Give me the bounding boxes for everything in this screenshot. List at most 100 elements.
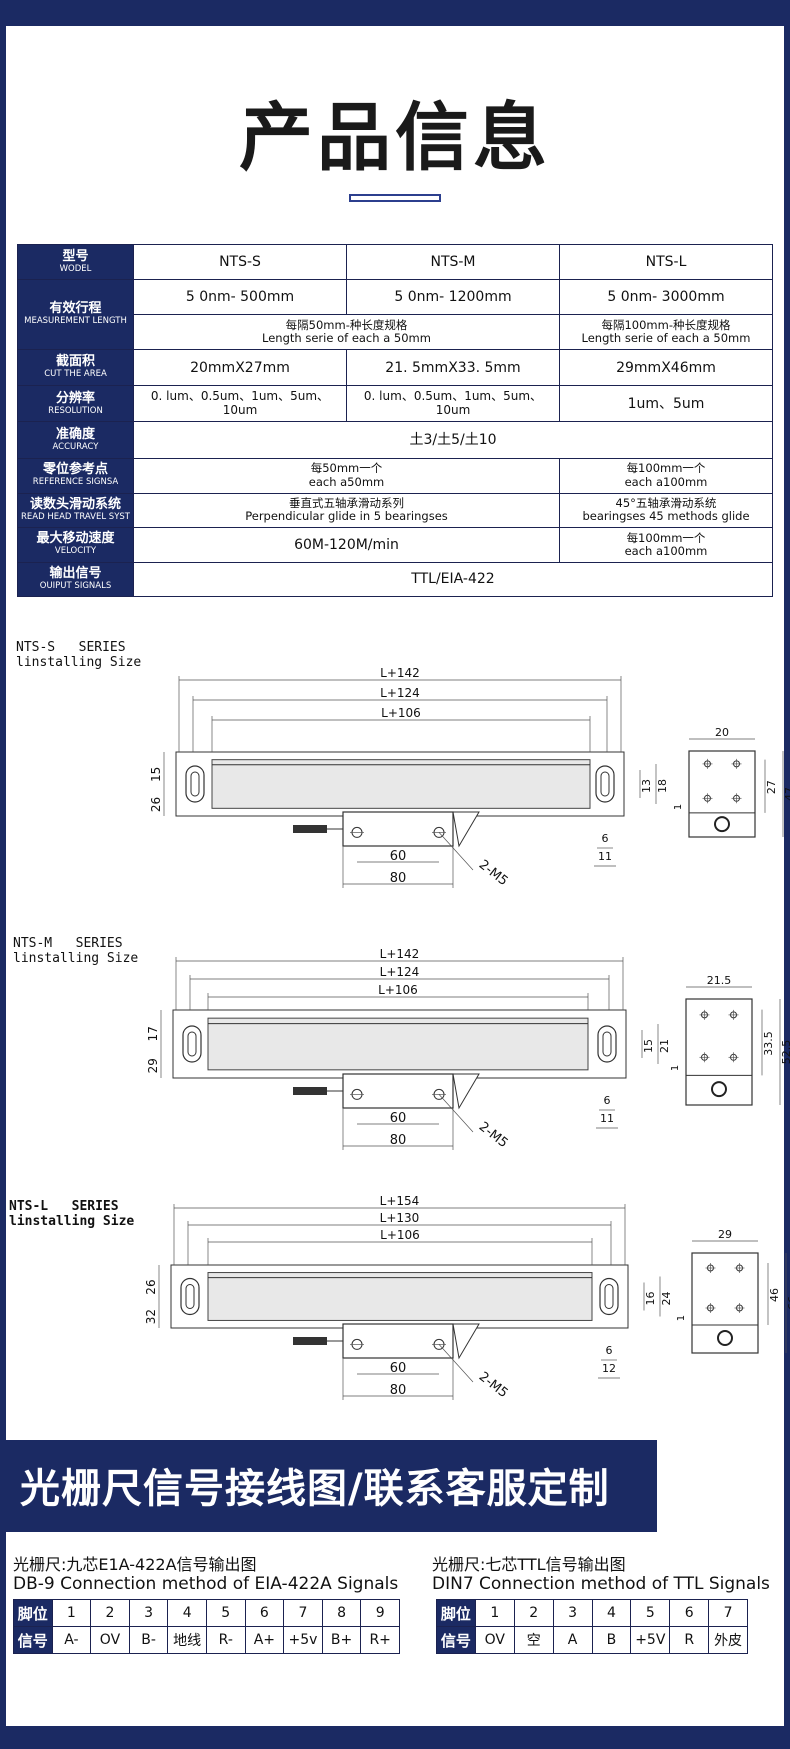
right-signal-title: 光栅尺:七芯TTL信号输出图	[432, 1555, 626, 1574]
dimension-label: L+142	[380, 666, 420, 680]
left-signal-subtitle: DB-9 Connection method of EIA-422A Signa…	[13, 1574, 399, 1594]
dimension-label: 24	[660, 1292, 673, 1306]
dimension-label: 80	[390, 1383, 407, 1398]
vel-sm: 60M-120M/min	[133, 526, 560, 563]
dimension-label: 47	[783, 787, 790, 801]
pin-header: 脚位	[13, 1599, 53, 1627]
pin-cell: 5	[205, 1599, 246, 1627]
side-connector	[711, 1081, 727, 1098]
signal-cell: R+	[360, 1626, 400, 1654]
table-row: 信号 A- OV B- 地线 R- A+ +5v B+ R+	[13, 1626, 400, 1654]
res-l: 1um、5um	[559, 385, 773, 423]
dimension-label: 1	[670, 1065, 681, 1071]
signal-cell: A	[552, 1626, 593, 1654]
pin-cell: 8	[321, 1599, 362, 1627]
pin-cell: 7	[708, 1599, 748, 1627]
output: TTL/EIA-422	[133, 561, 773, 598]
area-m: 21. 5mmX33. 5mm	[346, 349, 560, 387]
pin-cell: 4	[591, 1599, 632, 1627]
dimension-label: L+106	[381, 706, 421, 720]
banner-title: 光栅尺信号接线图/联系客服定制	[20, 1466, 610, 1512]
signal-cell: OV	[474, 1626, 515, 1654]
dimension-label: 46	[768, 1288, 781, 1302]
signal-cell: A-	[51, 1626, 92, 1654]
right-pin-table: 脚位 1 2 3 4 5 6 7 信号 OV 空 A B +5V R 外皮	[436, 1599, 748, 1654]
mount-slot-inner	[190, 771, 200, 797]
signal-cell: R	[669, 1626, 710, 1654]
dimension-label: 29	[146, 1058, 160, 1073]
dimension-label: L+142	[380, 947, 420, 961]
pin-cell: 3	[128, 1599, 169, 1627]
res-m: 0. lum、0.5um、1um、5um、10um	[346, 385, 560, 423]
table-row: 脚位 1 2 3 4 5 6 7 8 9	[13, 1599, 400, 1627]
dimension-label: 17	[146, 1026, 160, 1041]
pin-cell: 6	[669, 1599, 710, 1627]
left-signal-title: 光栅尺:九芯E1A-422A信号输出图	[13, 1555, 257, 1574]
pin-cell: 6	[244, 1599, 285, 1627]
signal-cell: A+	[244, 1626, 285, 1654]
right-signal-subtitle: DIN7 Connection method of TTL Signals	[432, 1574, 770, 1594]
range-l: 5 0nm- 3000mm	[559, 279, 773, 316]
dimension-label: 15	[642, 1039, 655, 1053]
dimension-label: 60	[390, 1111, 407, 1126]
dimension-label: 16	[644, 1292, 657, 1306]
dimension-label: L+124	[380, 965, 420, 979]
dimension-label: 20	[715, 726, 729, 739]
dimension-label: L+106	[380, 1228, 420, 1242]
dimension-label: 15	[149, 767, 163, 782]
area-s: 20mmX27mm	[133, 349, 347, 387]
signal-cell: R-	[205, 1626, 246, 1654]
dimension-label: 32	[144, 1309, 158, 1324]
model-m: NTS-M	[346, 243, 560, 281]
pin-cell: 3	[552, 1599, 593, 1627]
leader-line	[438, 1094, 474, 1133]
dimension-label: 18	[656, 779, 669, 793]
signal-header: 信号	[436, 1626, 476, 1654]
pin-cell: 1	[51, 1599, 92, 1627]
dimension-label: 6	[604, 1094, 611, 1107]
leader-line	[438, 832, 474, 871]
cable	[293, 1337, 327, 1345]
signal-cell: 地线	[167, 1626, 207, 1654]
res-s: 0. lum、0.5um、1um、5um、10um	[133, 385, 347, 423]
table-row: 脚位 1 2 3 4 5 6 7	[436, 1599, 748, 1627]
dimension-label: 11	[600, 1112, 614, 1125]
dimension-label: 26	[149, 797, 163, 812]
read-head-wedge	[452, 811, 480, 848]
dimension-label: 6	[602, 832, 609, 845]
dimension-label: 60	[390, 849, 407, 864]
page-title: 产品信息	[239, 95, 551, 181]
leader-line	[438, 1344, 474, 1383]
dimension-label: 26	[144, 1279, 158, 1294]
cable	[293, 1087, 327, 1095]
dimension-label: 60	[390, 1361, 407, 1376]
dimension-label: 1	[673, 804, 684, 810]
pin-cell: 2	[513, 1599, 554, 1627]
area-l: 29mmX46mm	[559, 349, 773, 387]
signal-cell: B-	[128, 1626, 169, 1654]
read-head-wedge	[452, 1323, 480, 1360]
mount-slot-inner	[187, 1031, 197, 1057]
dimension-label: 1	[676, 1315, 687, 1321]
dimension-label: L+154	[380, 1194, 420, 1208]
dimension-label: 52.5	[780, 1040, 790, 1065]
